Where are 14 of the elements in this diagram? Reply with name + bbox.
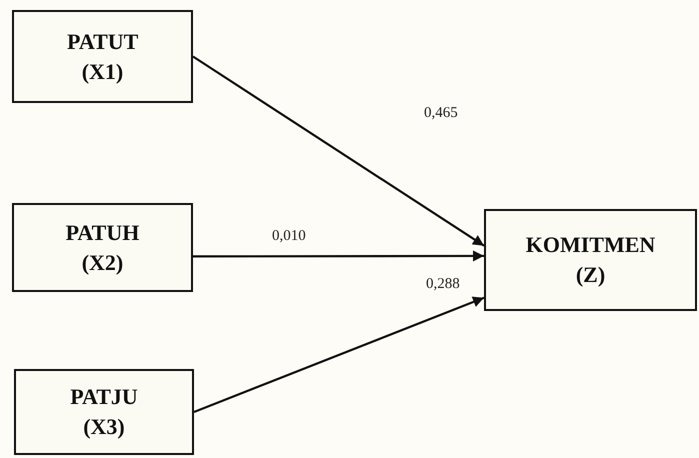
variable-box — [14, 369, 194, 455]
variable-name: PATUH (X2) — [66, 218, 140, 277]
arrow — [193, 250, 484, 262]
edge-label: 0,288 — [424, 276, 462, 293]
variable-box — [12, 203, 193, 292]
edge-label: 0,465 — [422, 105, 460, 122]
arrow — [192, 56, 485, 247]
variable-name: PATUT (X1) — [67, 28, 138, 86]
variable-box — [12, 10, 193, 103]
edge-label: 0,010 — [270, 228, 308, 245]
variable-name: PATJU (X3) — [70, 383, 138, 441]
variable-box — [484, 209, 697, 311]
arrow — [194, 296, 484, 414]
variable-name: KOMITMEN (Z) — [526, 231, 656, 289]
